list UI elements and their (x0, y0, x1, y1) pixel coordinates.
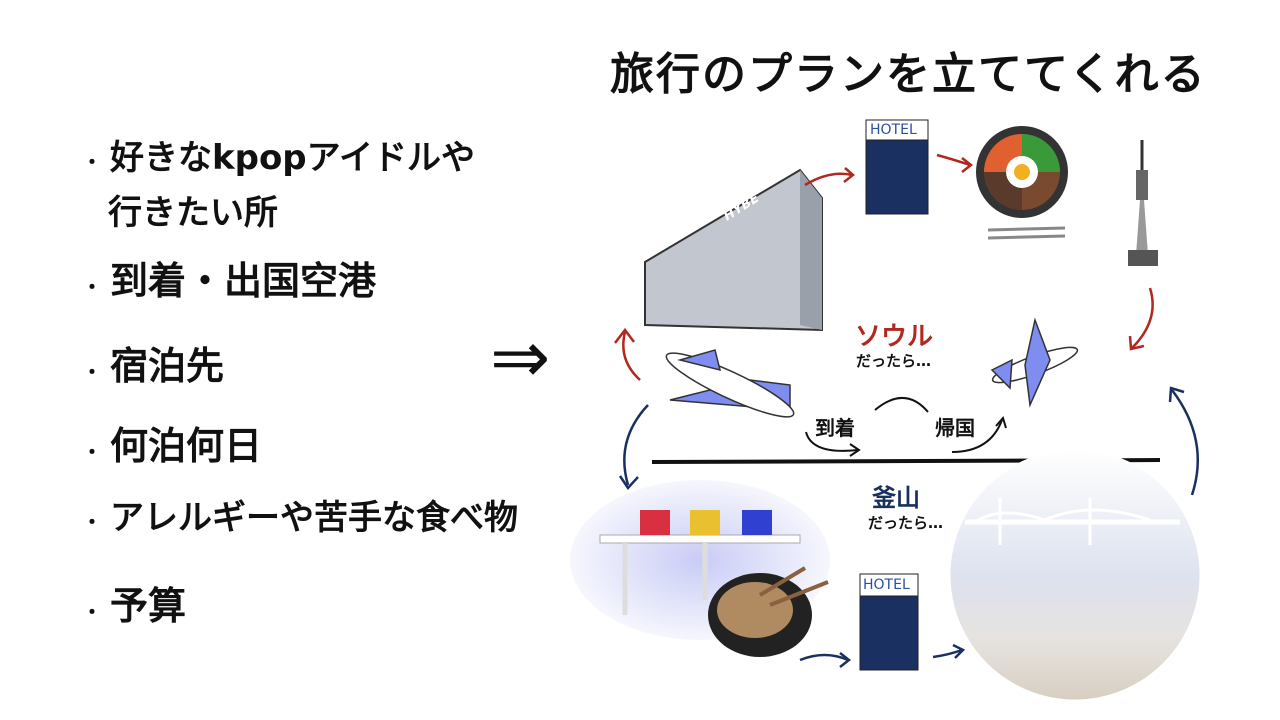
navy-arrows (618, 386, 1199, 668)
seoul-label: ソウル (855, 322, 934, 352)
list-item: ・好きなkpopアイドルや (82, 138, 475, 178)
list-item-cont: 行きたい所 (108, 193, 278, 233)
page-title: 旅行のプランを立ててくれる (610, 49, 1207, 100)
hotel-sign: HOTEL (870, 122, 917, 138)
list-item: ・何泊何日 (82, 424, 263, 468)
bibimbap-icon (976, 126, 1068, 240)
airplane-icon (665, 349, 795, 418)
bridge-scene (949, 449, 1201, 701)
busan-sub-label: だったら… (868, 514, 944, 532)
hotel-sign: HOTEL (863, 577, 910, 593)
seoul-tower-icon (1128, 140, 1158, 266)
seoul-sub-label: だったら… (856, 352, 932, 370)
busan-label: 釜山 (872, 484, 920, 512)
list-item: ・アレルギーや苦手な食べ物 (82, 498, 518, 538)
list-item: ・到着・出国空港 (82, 259, 377, 303)
return-label: 帰国 (935, 416, 975, 440)
food-bowl-icon (708, 566, 829, 657)
airplane-icon (990, 317, 1079, 408)
arrive-label: 到着 (815, 416, 855, 440)
hybe-building (644, 168, 823, 332)
red-arrows (614, 153, 1154, 381)
list-item: ・予算 (82, 584, 187, 628)
list-item: ・宿泊先 (82, 344, 225, 388)
double-arrow-icon: ⇒ (490, 315, 551, 399)
